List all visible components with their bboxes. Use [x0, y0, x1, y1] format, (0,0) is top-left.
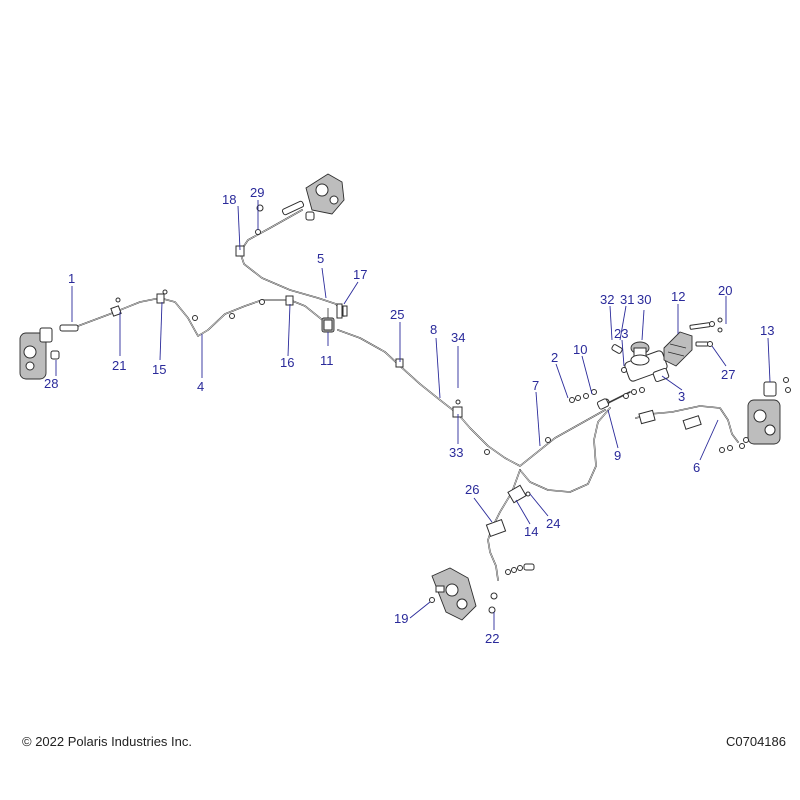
fittings [115, 204, 723, 497]
callout-25: 25 [390, 307, 404, 322]
callout-30: 30 [637, 292, 651, 307]
callout-32: 32 [600, 292, 614, 307]
rear-left-caliper [429, 563, 535, 621]
callout-2: 2 [551, 350, 558, 365]
rear-right-caliper [719, 377, 791, 453]
brake-line-8 [337, 329, 606, 467]
callout-6: 6 [693, 460, 700, 475]
callout-8: 8 [430, 322, 437, 337]
callout-26: 26 [465, 482, 479, 497]
bracket [663, 321, 715, 367]
callout-24: 24 [546, 516, 560, 531]
callout-labels: 1 2 3 4 5 6 7 8 9 10 11 12 13 14 15 16 1… [44, 185, 774, 646]
callout-28: 28 [44, 376, 58, 391]
callout-33: 33 [449, 445, 463, 460]
callout-11: 11 [320, 353, 334, 368]
brake-lines [77, 209, 739, 581]
callout-7: 7 [532, 378, 539, 393]
callout-27: 27 [721, 367, 735, 382]
callout-22: 22 [485, 631, 499, 646]
callout-34: 34 [451, 330, 465, 345]
callout-20: 20 [718, 283, 732, 298]
callout-14: 14 [524, 524, 538, 539]
callout-19: 19 [394, 611, 408, 626]
front-right-caliper [255, 173, 345, 235]
copyright-text: © 2022 Polaris Industries Inc. [22, 734, 192, 749]
callout-10: 10 [573, 342, 587, 357]
callout-31: 31 [620, 292, 634, 307]
leader-lines [55, 200, 771, 630]
callout-5: 5 [317, 251, 324, 266]
callout-21: 21 [112, 358, 126, 373]
callout-15: 15 [152, 362, 166, 377]
callout-1: 1 [68, 271, 75, 286]
callout-18: 18 [222, 192, 236, 207]
callout-12: 12 [671, 289, 685, 304]
callout-3: 3 [678, 389, 685, 404]
callout-16: 16 [280, 355, 294, 370]
brake-line-7 [519, 407, 611, 493]
callout-17: 17 [353, 267, 367, 282]
callout-4: 4 [197, 379, 204, 394]
master-cylinder [596, 341, 670, 410]
front-left-caliper [19, 324, 79, 380]
callout-13: 13 [760, 323, 774, 338]
diagram-code: C0704186 [726, 734, 786, 749]
junction-block [321, 303, 348, 333]
callout-29: 29 [250, 185, 264, 200]
callout-9: 9 [614, 448, 621, 463]
callout-23: 23 [614, 326, 628, 341]
